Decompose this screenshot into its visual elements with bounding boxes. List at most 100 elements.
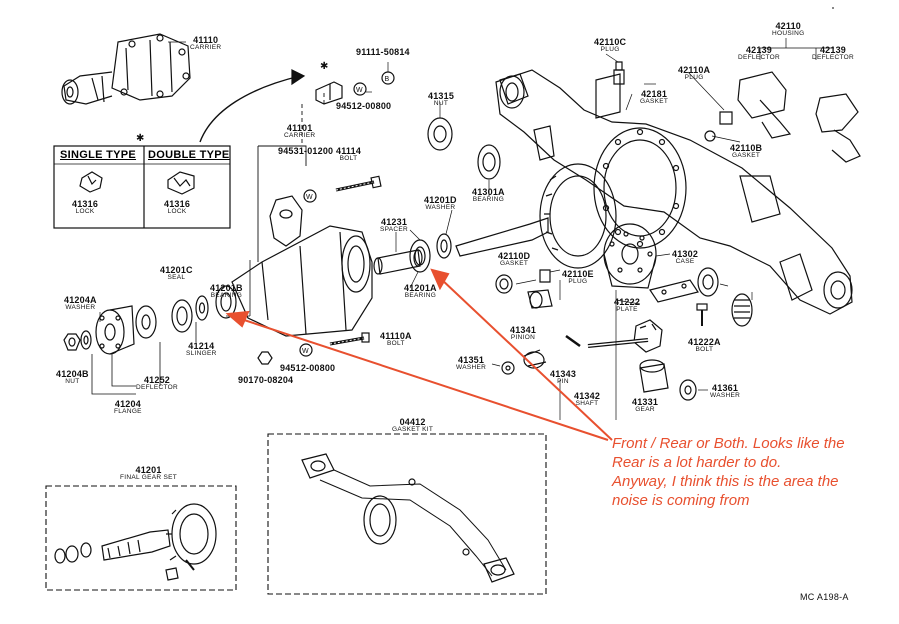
svg-text:W: W	[302, 348, 309, 355]
part-name: BOLT	[387, 340, 405, 347]
part-name: WASHER	[456, 364, 487, 371]
lock-type-box	[53, 145, 231, 229]
part-name: CARRIER	[190, 44, 222, 51]
part-name: CARRIER	[284, 132, 316, 139]
axle-housing-illustration	[495, 69, 853, 315]
annotation-note: Front / Rear or Both. Looks like the Rea…	[612, 434, 892, 510]
part-number: 42110	[775, 21, 801, 31]
part-name: DEFLECTOR	[812, 54, 854, 61]
carrier-assembly-illustration	[61, 33, 191, 105]
part-number: 41252	[143, 375, 170, 385]
gasket-kit-box	[267, 433, 547, 595]
part-name: BEARING	[404, 292, 437, 299]
part-name: GASKET	[640, 98, 669, 105]
part-number: 91111-50814	[356, 47, 410, 57]
part-name: PLUG	[684, 74, 704, 81]
part-number: 41315	[428, 91, 455, 101]
part-number: 41204	[114, 399, 141, 409]
annotation-line-4: noise is coming from	[612, 492, 750, 509]
part-name: WASHER	[710, 392, 741, 399]
part-number: 42110D	[498, 251, 531, 261]
part-number: 41201	[135, 465, 162, 475]
part-number: 41201B	[210, 283, 243, 293]
part-label-94531-01200: 94531-01200	[278, 147, 333, 156]
part-name: FLANGE	[114, 408, 142, 415]
part-name: PIN	[557, 378, 569, 385]
part-number: 41110	[193, 35, 219, 45]
part-name: FINAL GEAR SET	[120, 474, 178, 481]
differential-case	[603, 223, 657, 289]
annotation-line-2: Rear is a lot harder to do.	[612, 454, 782, 471]
part-number: 41331	[632, 397, 659, 407]
part-name: DEFLECTOR	[136, 384, 178, 391]
part-label-91111-50814: 91111-50814	[356, 48, 410, 57]
part-name: BEARING	[472, 196, 505, 203]
part-number: 41343	[550, 369, 577, 379]
housing-plugs	[613, 61, 861, 163]
asterisk-marker-box: ✱	[136, 133, 145, 144]
part-number: 42110A	[678, 65, 711, 75]
part-number: 41316	[164, 199, 191, 209]
part-name: PLUG	[600, 46, 620, 53]
part-name: SLINGER	[186, 350, 217, 357]
annotation-line-1: Front / Rear or Both. Looks like the	[612, 435, 845, 452]
part-number: 41231	[381, 217, 408, 227]
part-name: GASKET KIT	[392, 426, 434, 433]
part-number: 41351	[458, 355, 485, 365]
part-number: 41114	[336, 146, 362, 156]
carrier-bracket-group: W	[257, 145, 382, 262]
part-number: 41341	[510, 325, 537, 335]
svg-text:W: W	[356, 87, 363, 94]
nut-bearing-group	[427, 117, 501, 180]
part-name: NUT	[65, 378, 80, 385]
part-number: 41222A	[688, 337, 721, 347]
part-name: WASHER	[65, 304, 96, 311]
part-number: 94512-00800	[280, 363, 336, 373]
annotation-line-3: Anyway, I think this is the area the	[612, 473, 839, 490]
part-number: 41101	[286, 123, 313, 133]
part-number: 41301A	[472, 187, 505, 197]
part-number: 41361	[712, 383, 739, 393]
part-number: 41204A	[64, 295, 97, 305]
ring-gear-and-pinion	[455, 163, 617, 269]
part-number: 42139	[745, 45, 772, 55]
svg-text:W: W	[306, 194, 313, 201]
part-name: GEAR	[635, 406, 655, 413]
part-number: 42110E	[562, 269, 594, 279]
part-name: BOLT	[339, 155, 358, 162]
svg-text:B: B	[385, 76, 390, 83]
part-number: 42181	[641, 89, 668, 99]
diff-small-parts	[495, 267, 753, 420]
part-number: 42110C	[594, 37, 627, 47]
part-name: NUT	[433, 100, 449, 107]
part-label-94512-00800-top: 94512-00800	[336, 102, 391, 111]
part-number: 42139	[819, 45, 846, 55]
part-number: 41204B	[56, 369, 89, 379]
part-number: 41214	[188, 341, 215, 351]
part-name: PINION	[510, 334, 536, 341]
part-number: 41316	[72, 199, 99, 209]
part-number: 90170-08204	[238, 375, 294, 385]
part-name: LOCK	[75, 208, 95, 215]
